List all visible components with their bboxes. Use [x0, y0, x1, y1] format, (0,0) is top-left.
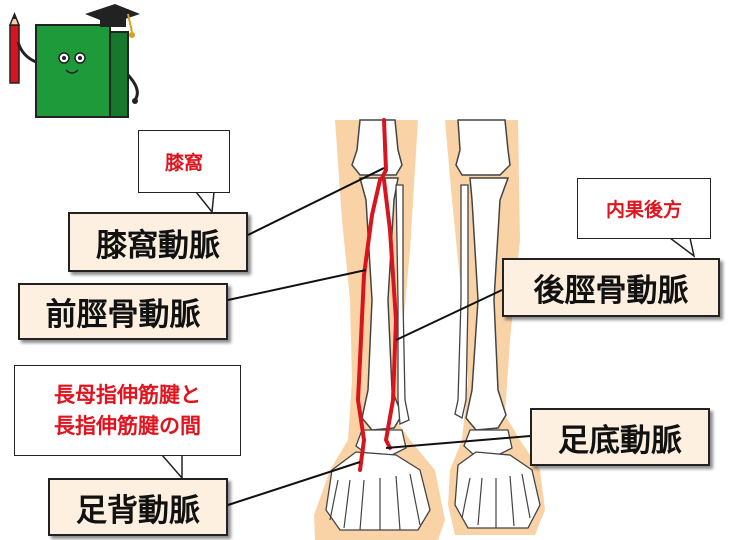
label-anterior-tibial-artery: 前脛骨動脈	[18, 283, 228, 340]
callout-tail-popliteal-fossa	[196, 192, 214, 212]
callout-behind-medial-malleolus-text: 内果後方	[606, 195, 682, 222]
label-popliteal-artery-text: 膝窩動脈	[96, 220, 220, 265]
label-dorsalis-pedis-artery: 足背動脈	[48, 478, 228, 536]
callout-tail-medial-malleolus	[670, 238, 694, 256]
label-anterior-tibial-artery-text: 前脛骨動脈	[46, 289, 201, 334]
label-plantar-artery: 足底動脈	[530, 408, 710, 466]
label-posterior-tibial-artery: 後脛骨動脈	[502, 258, 720, 317]
right-leg-illustration	[445, 120, 545, 535]
label-posterior-tibial-artery-text: 後脛骨動脈	[534, 265, 689, 310]
label-popliteal-artery: 膝窩動脈	[68, 212, 248, 272]
callout-popliteal-fossa: 膝窩	[138, 130, 230, 193]
label-dorsalis-pedis-artery-text: 足背動脈	[76, 485, 200, 530]
label-plantar-artery-text: 足底動脈	[558, 415, 682, 460]
callout-between-tendons-line2: 長指伸筋腱の間	[54, 411, 201, 441]
callout-between-tendons-line1: 長母指伸筋腱と	[54, 380, 201, 410]
callout-between-tendons: 長母指伸筋腱と 長指伸筋腱の間	[14, 365, 241, 456]
leader-anterior-tibial	[228, 270, 366, 300]
callout-behind-medial-malleolus: 内果後方	[577, 178, 711, 239]
callout-popliteal-fossa-text: 膝窩	[165, 148, 203, 175]
book-mascot-with-graduation-cap-icon	[10, 4, 140, 117]
callout-tail-between-tendons	[162, 455, 182, 478]
